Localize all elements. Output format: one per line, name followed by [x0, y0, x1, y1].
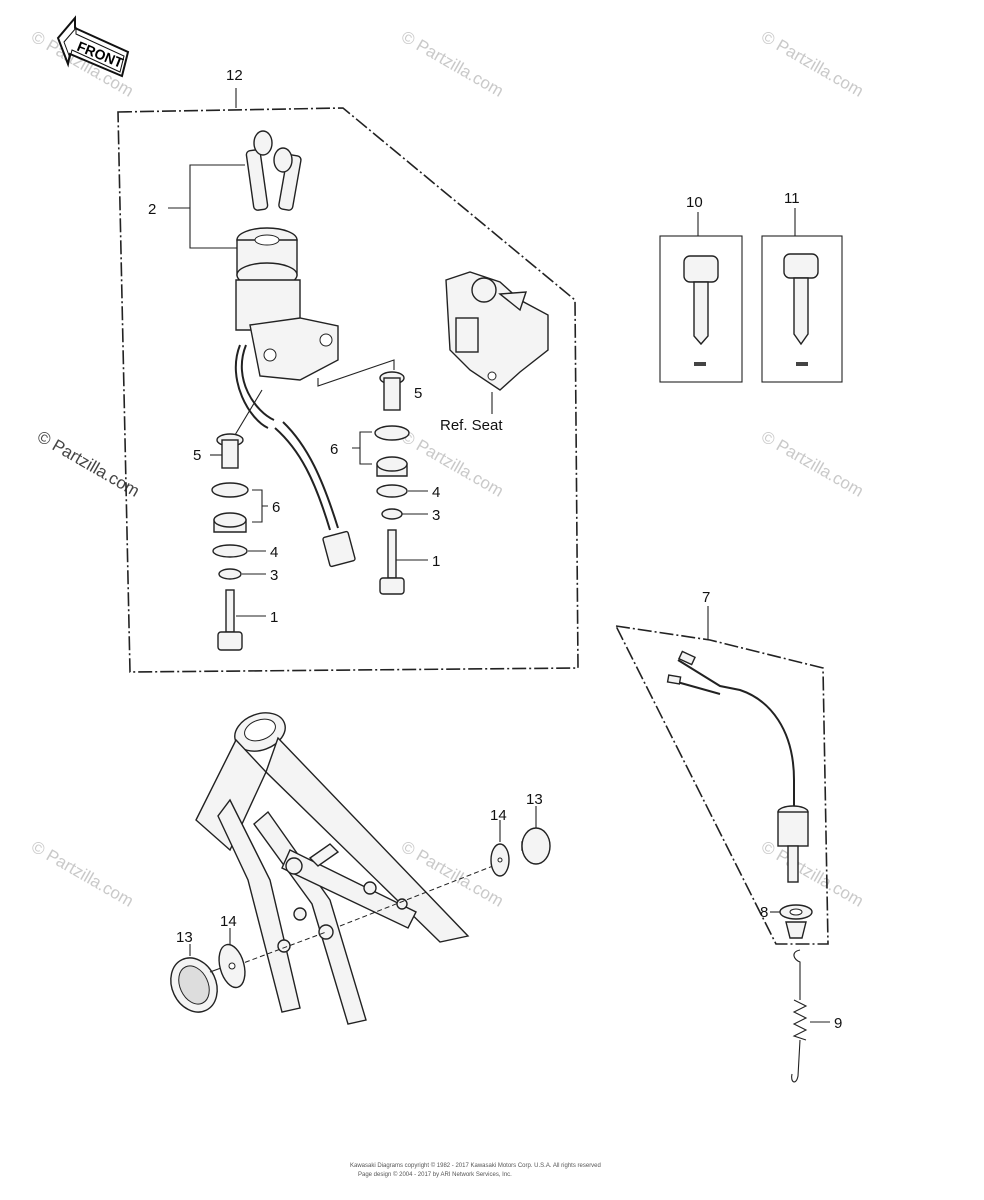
callout-8: 8 [760, 904, 768, 921]
left-mounting-stack [211, 433, 249, 651]
callout-14b: 14 [490, 807, 507, 824]
callout-5a: 5 [193, 447, 201, 464]
ignition-switch-body [235, 227, 339, 381]
callout-9: 9 [834, 1015, 842, 1032]
callout-11: 11 [784, 190, 800, 207]
callout-4b: 4 [432, 484, 440, 501]
right-mounting-stack [374, 371, 410, 595]
watermark: © Partzilla.com [28, 837, 137, 911]
brake-switch-group: 7 8 9 [614, 589, 842, 1083]
watermark: © Partzilla.com [758, 427, 867, 501]
callout-3b: 3 [432, 507, 440, 524]
callout-13a: 13 [176, 929, 193, 946]
watermark: © Partzilla.com [758, 837, 867, 911]
watermark: © Partzilla.com [758, 27, 867, 101]
reflector-right [490, 827, 551, 877]
spring [791, 949, 808, 1083]
callout-7: 7 [702, 589, 710, 606]
copyright-line-1: Kawasaki Diagrams copyright © 1982 - 201… [350, 1162, 601, 1169]
callout-1a: 1 [270, 609, 278, 626]
reflector-left [170, 943, 246, 1013]
frame-reflectors [195, 712, 499, 1025]
watermark: © Partzilla.com [398, 427, 507, 501]
seat-lock [445, 271, 549, 391]
callout-5b: 5 [414, 385, 422, 402]
callout-1b: 1 [432, 553, 440, 570]
callout-2: 2 [148, 201, 156, 218]
callout-12: 12 [226, 67, 243, 84]
callout-13b: 13 [526, 791, 543, 808]
ignition-switch-group: 12 2 [117, 67, 579, 673]
callout-14a: 14 [220, 913, 237, 930]
copyright-line-2: Page design © 2004 - 2017 by ARI Network… [358, 1171, 512, 1178]
watermarks: © Partzilla.com © Partzilla.com © Partzi… [28, 27, 867, 911]
ignition-keys [245, 130, 302, 211]
callout-4a: 4 [270, 544, 278, 561]
callout-3a: 3 [270, 567, 278, 584]
callout-10: 10 [686, 194, 703, 211]
watermark: © Partzilla.com [398, 27, 507, 101]
callout-6b: 6 [330, 441, 338, 458]
callout-6a: 6 [272, 499, 280, 516]
ref-seat-label: Ref. Seat [440, 417, 503, 434]
key-blanks: 10 11 [659, 190, 843, 383]
